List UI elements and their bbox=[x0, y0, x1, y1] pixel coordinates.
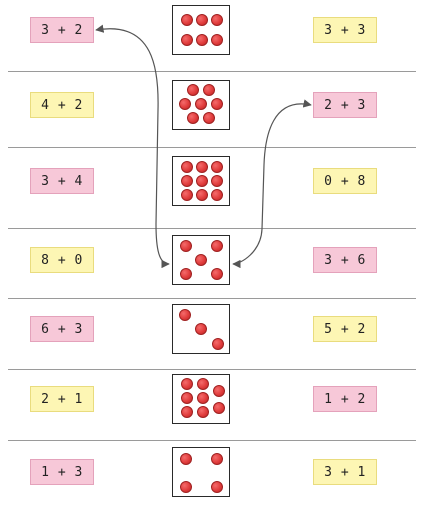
dice-dot bbox=[203, 84, 215, 96]
dice-dot bbox=[180, 453, 192, 465]
dice-dot bbox=[179, 309, 191, 321]
dot-dice-1[interactable] bbox=[172, 5, 230, 55]
dice-dot bbox=[197, 378, 209, 390]
dice-dot bbox=[195, 98, 207, 110]
dice-dot bbox=[196, 14, 208, 26]
row-divider bbox=[8, 298, 416, 299]
row-divider bbox=[8, 71, 416, 72]
dice-dot bbox=[211, 189, 223, 201]
dice-dot bbox=[211, 175, 223, 187]
dice-dot bbox=[181, 14, 193, 26]
dot-dice-4[interactable] bbox=[172, 235, 230, 285]
dice-dot bbox=[211, 240, 223, 252]
dot-dice-3[interactable] bbox=[172, 156, 230, 206]
dice-dot bbox=[213, 385, 225, 397]
dice-dot bbox=[180, 268, 192, 280]
dot-dice-7[interactable] bbox=[172, 447, 230, 497]
dice-dot bbox=[213, 402, 225, 414]
dice-dot bbox=[211, 268, 223, 280]
dice-dot bbox=[196, 34, 208, 46]
left-expression-card-4[interactable]: 8 + 0 bbox=[30, 247, 94, 273]
dice-dot bbox=[181, 378, 193, 390]
row-divider bbox=[8, 228, 416, 229]
dice-dot bbox=[196, 189, 208, 201]
connection-arrow-2 bbox=[232, 99, 312, 269]
dice-dot bbox=[180, 481, 192, 493]
dice-dot bbox=[187, 112, 199, 124]
dice-dot bbox=[203, 112, 215, 124]
dice-dot bbox=[211, 481, 223, 493]
dice-dot bbox=[197, 392, 209, 404]
dot-dice-5[interactable] bbox=[172, 304, 230, 354]
dice-dot bbox=[181, 161, 193, 173]
left-expression-card-5[interactable]: 6 + 3 bbox=[30, 316, 94, 342]
left-expression-card-7[interactable]: 1 + 3 bbox=[30, 459, 94, 485]
left-expression-card-1[interactable]: 3 + 2 bbox=[30, 17, 94, 43]
dice-dot bbox=[211, 98, 223, 110]
left-expression-card-3[interactable]: 3 + 4 bbox=[30, 168, 94, 194]
dice-dot bbox=[181, 392, 193, 404]
dice-dot bbox=[195, 254, 207, 266]
dice-dot bbox=[179, 98, 191, 110]
dice-dot bbox=[211, 14, 223, 26]
row-divider bbox=[8, 147, 416, 148]
row-divider bbox=[8, 369, 416, 370]
dice-dot bbox=[195, 323, 207, 335]
dice-dot bbox=[211, 453, 223, 465]
right-expression-card-2[interactable]: 2 + 3 bbox=[313, 92, 377, 118]
row-divider bbox=[8, 440, 416, 441]
dice-dot bbox=[197, 406, 209, 418]
right-expression-card-6[interactable]: 1 + 2 bbox=[313, 386, 377, 412]
right-expression-card-4[interactable]: 3 + 6 bbox=[313, 247, 377, 273]
dice-dot bbox=[181, 406, 193, 418]
dice-dot bbox=[196, 175, 208, 187]
dot-dice-6[interactable] bbox=[172, 374, 230, 424]
dice-dot bbox=[211, 161, 223, 173]
dice-dot bbox=[212, 338, 224, 350]
dot-dice-2[interactable] bbox=[172, 80, 230, 130]
dice-dot bbox=[180, 240, 192, 252]
dice-dot bbox=[181, 175, 193, 187]
dice-dot bbox=[211, 34, 223, 46]
right-expression-card-5[interactable]: 5 + 2 bbox=[313, 316, 377, 342]
right-expression-card-1[interactable]: 3 + 3 bbox=[313, 17, 377, 43]
dice-dot bbox=[181, 189, 193, 201]
right-expression-card-3[interactable]: 0 + 8 bbox=[313, 168, 377, 194]
dice-dot bbox=[181, 34, 193, 46]
left-expression-card-6[interactable]: 2 + 1 bbox=[30, 386, 94, 412]
dice-dot bbox=[187, 84, 199, 96]
right-expression-card-7[interactable]: 3 + 1 bbox=[313, 459, 377, 485]
dice-dot bbox=[196, 161, 208, 173]
left-expression-card-2[interactable]: 4 + 2 bbox=[30, 92, 94, 118]
